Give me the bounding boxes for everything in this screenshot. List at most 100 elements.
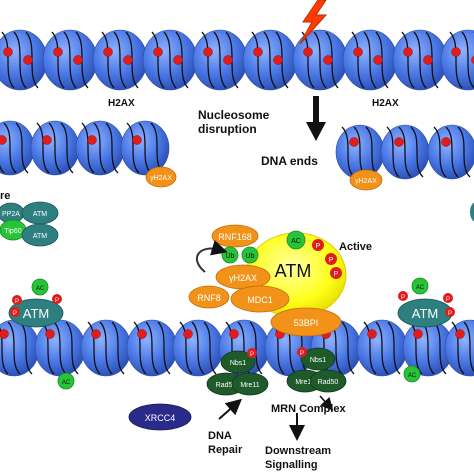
histone-mark-dot	[303, 47, 313, 57]
histone-mark-dot	[373, 55, 383, 65]
nucleosome	[292, 29, 348, 91]
ac-circle-bottom-right: AC	[403, 365, 421, 383]
histone-mark-dot	[455, 329, 465, 339]
partial-left-label: re	[0, 190, 10, 202]
nucleosome-disruption-line2: disruption	[198, 122, 257, 136]
svg-text:AC: AC	[62, 380, 71, 386]
svg-text:P: P	[334, 271, 339, 278]
histone-mark-dot	[0, 135, 7, 145]
ub-circle-2	[241, 246, 259, 264]
svg-text:Rad50: Rad50	[216, 382, 237, 389]
repair-arrow	[218, 398, 242, 420]
dna-repair-line1: DNA	[208, 430, 232, 442]
svg-text:P: P	[55, 298, 59, 304]
histone-mark-dot	[353, 47, 363, 57]
nucleosome-disruption-line1: Nucleosome	[198, 108, 270, 122]
histone-mark-dot	[153, 47, 163, 57]
mrn-complex-right: Nbs1 Mre11 Rad50 P	[286, 347, 347, 393]
right-atm-complex: ATM AC P P P	[397, 277, 455, 328]
phospho-dot-2	[325, 253, 337, 265]
svg-text:Rad50: Rad50	[318, 379, 339, 386]
svg-text:P: P	[448, 311, 452, 317]
phospho-dot-3	[330, 267, 342, 279]
nucleosome	[0, 29, 48, 91]
mrn-complex-left: Nbs1 Rad50 Mre11 P	[206, 348, 269, 396]
svg-text:AC: AC	[36, 286, 45, 292]
nucleosome	[444, 319, 474, 377]
histone-mark-dot	[413, 329, 423, 339]
nucleosome	[34, 319, 86, 377]
nucleosome	[380, 124, 430, 180]
mrn-complex-label: MRN Complex	[271, 403, 346, 415]
svg-text:ATM: ATM	[23, 306, 49, 321]
top-chromatin-row	[0, 29, 474, 91]
svg-text:53BPI: 53BPI	[294, 318, 319, 328]
nucleosome	[120, 120, 170, 176]
downstream-line2: Signalling	[265, 459, 318, 471]
svg-text:XRCC4: XRCC4	[145, 413, 176, 423]
phospho-dot-1	[312, 239, 324, 251]
ac-circle-center	[286, 230, 306, 250]
svg-text:Nbs1: Nbs1	[230, 360, 246, 367]
svg-text:P: P	[401, 295, 405, 301]
svg-text:P: P	[300, 351, 304, 357]
svg-text:γH2AX: γH2AX	[355, 178, 377, 185]
svg-text:ATM: ATM	[412, 306, 438, 321]
histone-mark-dot	[403, 47, 413, 57]
histone-mark-dot	[103, 47, 113, 57]
histone-mark-dot	[394, 137, 404, 147]
h2ax-label-left: H2AX	[108, 98, 135, 109]
pp2a-atm-tip60-complex: PP2A ATM Tip60 ATM	[0, 201, 59, 247]
nucleosome	[242, 29, 298, 91]
histone-mark-dot	[45, 329, 55, 339]
svg-text:RNF168: RNF168	[218, 232, 252, 242]
active-label: Active	[339, 241, 372, 253]
nucleosome	[427, 124, 474, 180]
nucleosome	[126, 319, 178, 377]
histone-mark-dot	[229, 329, 239, 339]
nucleosome	[0, 120, 35, 176]
svg-text:Ub: Ub	[246, 253, 255, 260]
nucleosome	[75, 120, 125, 176]
mrn-arrow	[319, 395, 334, 411]
svg-text:MDC1: MDC1	[247, 295, 273, 305]
nucleosome	[30, 120, 80, 176]
nucleosome	[440, 29, 474, 91]
histone-mark-dot	[137, 329, 147, 339]
svg-text:P: P	[250, 352, 254, 358]
nucleosome	[392, 29, 448, 91]
nucleosome	[142, 29, 198, 91]
histone-mark-dot	[53, 47, 63, 57]
53bp1-oval	[270, 307, 342, 337]
histone-mark-dot	[42, 135, 52, 145]
svg-text:RNF8: RNF8	[197, 293, 221, 303]
svg-text:AC: AC	[291, 238, 301, 245]
histone-mark-dot	[323, 55, 333, 65]
svg-text:AC: AC	[416, 285, 425, 291]
histone-mark-dot	[223, 55, 233, 65]
down-arrow-icon	[306, 96, 326, 141]
lightning-bolt-icon	[299, 0, 328, 45]
nucleosome	[80, 319, 132, 377]
central-repair-complex: ATM RNF168 Ub Ub γH2AX RNF8 MDC1 53BPI A…	[188, 224, 372, 337]
svg-text:Nbs1: Nbs1	[310, 357, 326, 364]
histone-mark-dot	[451, 47, 461, 57]
svg-text:γH2AX: γH2AX	[229, 273, 257, 283]
curved-arrow-icon	[196, 240, 228, 273]
histone-mark-dot	[253, 47, 263, 57]
nucleosome	[192, 29, 248, 91]
histone-mark-dot	[471, 55, 474, 65]
histone-mark-dot	[3, 47, 13, 57]
svg-text:P: P	[446, 297, 450, 303]
histone-mark-dot	[123, 55, 133, 65]
svg-text:PP2A: PP2A	[2, 211, 20, 218]
nucleosome	[172, 319, 224, 377]
atm-big-label: ATM	[275, 261, 312, 281]
downstream-line1: Downstream	[265, 445, 331, 457]
histone-mark-dot	[183, 329, 193, 339]
gh2ax-left-badge: γH2AX	[145, 166, 177, 188]
h2ax-label-right: H2AX	[372, 98, 399, 109]
svg-text:Tip60: Tip60	[4, 228, 21, 235]
svg-text:P: P	[13, 311, 17, 317]
